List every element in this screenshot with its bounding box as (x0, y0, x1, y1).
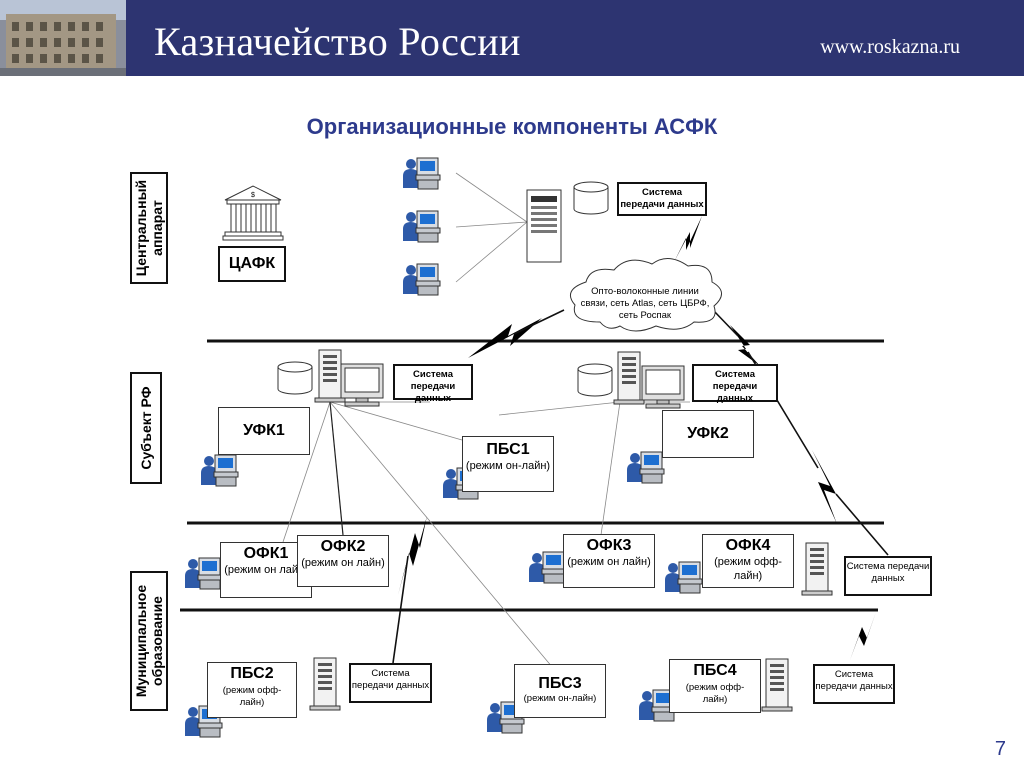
data-transfer-system-box: Система передачи данных (393, 364, 473, 404)
database-icon (577, 363, 613, 397)
server-tower-icon (761, 658, 793, 712)
monitor-icon (340, 363, 384, 407)
brand-title: Казначейство России (154, 19, 521, 64)
ofk3-box: ОФК3 (режим он лайн) (563, 534, 655, 588)
user-workstation-icon (402, 210, 441, 243)
page-title: Организационные компоненты АСФК (306, 114, 718, 139)
cafk-box: ЦАФК (218, 246, 286, 282)
header-banner: Казначейство России www.roskazna.ru (0, 0, 1024, 76)
data-transfer-system-box: Система передачи данных (813, 664, 895, 704)
level-label-central: Центральный аппарат (130, 172, 168, 284)
user-workstation-icon (528, 551, 567, 584)
ofk3-mode: (режим он лайн) (567, 556, 651, 568)
user-workstation-icon (402, 263, 441, 296)
central-server-icon (526, 189, 562, 263)
building-photo (0, 0, 126, 76)
server-tower-icon (309, 657, 341, 711)
ofk2-box: ОФК2 (режим он лайн) (297, 535, 389, 587)
pbs1-name: ПБС1 (486, 441, 530, 458)
pbs3-box: ПБС3 (режим он-лайн) (514, 664, 606, 718)
pbs2-box: ПБС2 (режим офф-лайн) (207, 662, 297, 718)
data-transfer-system-box: Система передачи данных (617, 182, 707, 216)
page-number: 7 (994, 738, 1006, 760)
pbs4-name: ПБС4 (693, 662, 737, 679)
ofk4-name: ОФК4 (725, 537, 771, 554)
data-transfer-system-box: Система передачи данных (349, 663, 432, 703)
pbs2-mode: (режим офф-лайн) (222, 685, 282, 708)
pbs4-box: ПБС4 (режим офф-лайн) (669, 659, 761, 713)
pbs3-mode: (режим он-лайн) (523, 693, 597, 704)
pbs3-name: ПБС3 (538, 675, 582, 692)
user-workstation-icon (200, 454, 239, 487)
lightning-bolt-5 (850, 612, 876, 660)
network-cloud (569, 258, 722, 332)
svg-text:$: $ (251, 192, 255, 199)
ofk2-mode: (режим он лайн) (301, 557, 385, 569)
ofk3-name: ОФК3 (586, 537, 632, 554)
ofk2-name: ОФК2 (320, 538, 366, 555)
user-workstation-icon (402, 157, 441, 190)
level-label-subject: Субъект РФ (130, 372, 162, 484)
server-tower-icon (613, 351, 645, 405)
pbs2-name: ПБС2 (230, 665, 274, 682)
ofk4-mode: (режим офф-лайн) (714, 556, 782, 582)
database-icon (277, 361, 313, 395)
network-cloud-label: Опто-волоконные линии связи, сеть Atlas,… (580, 286, 710, 321)
bank-building-icon: $ (222, 185, 284, 241)
database-icon (573, 181, 609, 215)
data-transfer-system-box: Система передачи данных (844, 556, 932, 596)
lightning-bolt-3 (812, 450, 837, 524)
ufk1-box: УФК1 (218, 407, 310, 455)
data-transfer-system-box: Система передачи данных (692, 364, 778, 404)
site-url[interactable]: www.roskazna.ru (820, 36, 960, 58)
ufk2-box: УФК2 (662, 410, 754, 458)
user-workstation-icon (184, 557, 223, 590)
lightning-bolt-1 (674, 216, 702, 262)
lightning-bolt-4 (398, 516, 427, 595)
lightning-bolt-2 (468, 318, 542, 358)
lightning-bolt-6 (730, 325, 760, 366)
pbs1-box: ПБС1 (режим он-лайн) (462, 436, 554, 492)
level-label-municipal: Муниципальное образование (130, 571, 168, 711)
user-workstation-icon (664, 561, 703, 594)
pbs1-mode: (режим он-лайн) (465, 460, 551, 472)
ofk1-mode: (режим он лайн) (224, 564, 308, 576)
ofk4-box: ОФК4 (режим офф-лайн) (702, 534, 794, 588)
server-tower-icon (801, 542, 833, 596)
ofk1-name: ОФК1 (243, 545, 289, 562)
user-workstation-icon (626, 451, 665, 484)
pbs4-mode: (режим офф-лайн) (685, 682, 745, 705)
